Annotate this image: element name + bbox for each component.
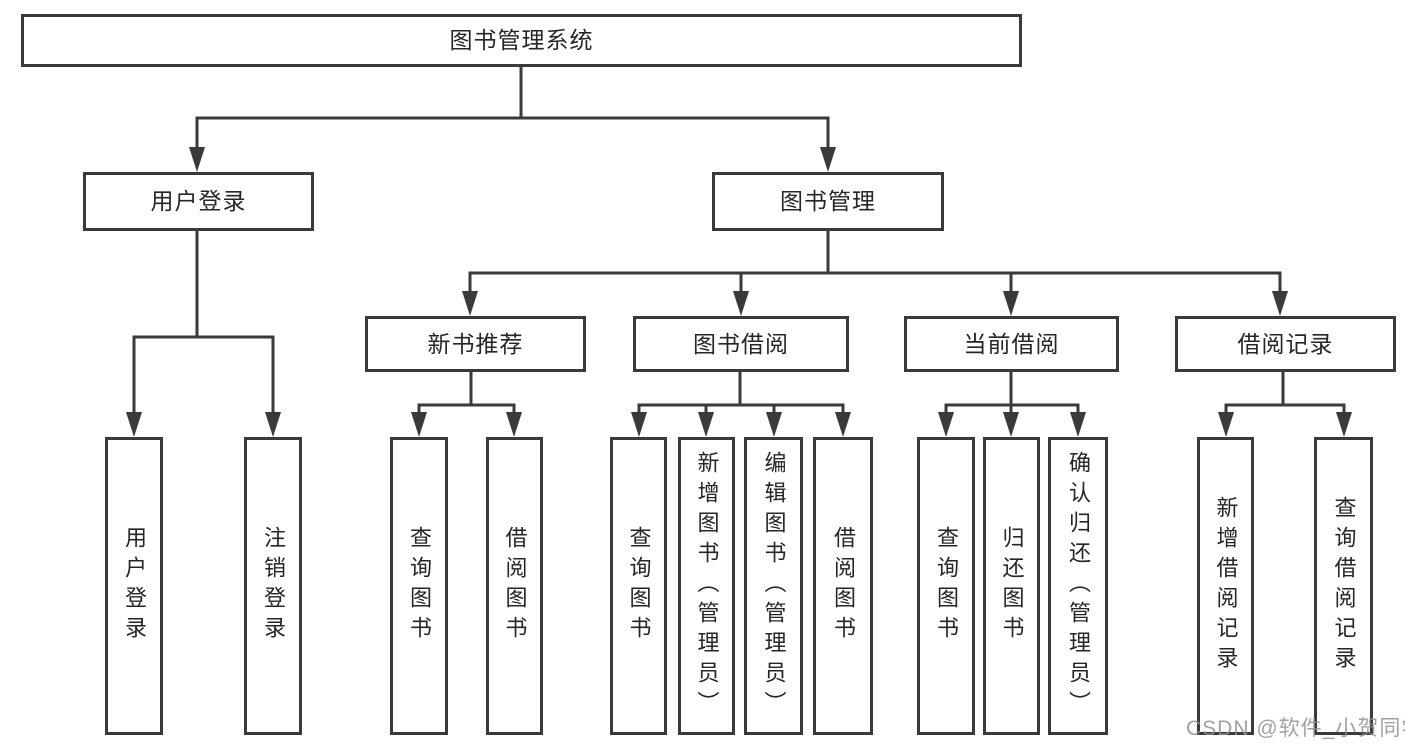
leaf-user-login: 用户登录 <box>105 437 163 735</box>
node-label: 当前借阅 <box>963 330 1060 357</box>
node-book-management: 图书管理 <box>712 172 944 231</box>
leaf-label: 归还图书 <box>999 526 1025 646</box>
leaf-label: 查询图书 <box>934 526 959 646</box>
node-book-borrowing: 图书借阅 <box>633 316 849 372</box>
node-label: 图书管理系统 <box>449 27 594 53</box>
leaf-add-book-admin: 新增图书（管理员） <box>678 437 735 735</box>
leaf-query-books-recommend: 查询图书 <box>390 437 448 735</box>
node-current-borrowing: 当前借阅 <box>904 316 1119 372</box>
leaf-borrow-books-recommend: 借阅图书 <box>486 437 543 735</box>
leaf-add-borrow-record: 新增借阅记录 <box>1197 437 1254 735</box>
leaf-logout: 注销登录 <box>244 437 302 735</box>
leaf-label: 新增图书（管理员） <box>694 451 720 721</box>
leaf-label: 查询图书 <box>626 526 652 646</box>
node-label: 新书推荐 <box>427 330 524 357</box>
csdn-watermark: CSDN @软件_小贺同学 <box>1186 717 1405 740</box>
node-system-root: 图书管理系统 <box>21 14 1022 67</box>
node-user-login: 用户登录 <box>83 172 314 231</box>
leaf-label: 确认归还（管理员） <box>1066 451 1091 721</box>
leaf-label: 查询图书 <box>407 526 432 646</box>
node-label: 用户登录 <box>150 188 247 214</box>
node-label: 借阅记录 <box>1237 330 1334 357</box>
leaf-confirm-return-admin: 确认归还（管理员） <box>1048 437 1108 735</box>
leaf-label: 新增借阅记录 <box>1213 496 1239 676</box>
leaf-label: 注销登录 <box>261 526 286 646</box>
leaf-borrow-books-borrowing: 借阅图书 <box>813 437 873 735</box>
leaf-query-borrow-record: 查询借阅记录 <box>1314 437 1373 735</box>
leaf-label: 借阅图书 <box>831 526 856 646</box>
leaf-label: 借阅图书 <box>502 526 528 646</box>
leaf-edit-book-admin: 编辑图书（管理员） <box>744 437 803 735</box>
node-label: 图书管理 <box>780 188 876 214</box>
node-new-book-recommendation: 新书推荐 <box>365 316 586 372</box>
leaf-return-books: 归还图书 <box>983 437 1040 735</box>
leaf-label: 查询借阅记录 <box>1331 496 1357 676</box>
leaf-label: 用户登录 <box>122 526 147 646</box>
leaf-query-books-current: 查询图书 <box>917 437 975 735</box>
node-label: 图书借阅 <box>693 330 789 357</box>
leaf-query-books-borrowing: 查询图书 <box>610 437 667 735</box>
leaf-label: 编辑图书（管理员） <box>761 451 787 721</box>
node-borrowing-records: 借阅记录 <box>1175 316 1396 372</box>
